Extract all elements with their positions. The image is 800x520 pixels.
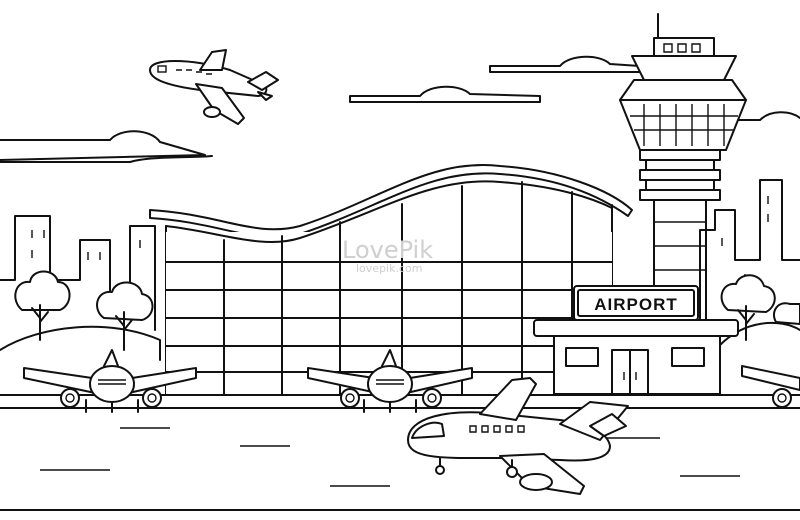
- terminal-annex: AIRPORT: [533, 285, 739, 395]
- parked-plane-left: [23, 349, 197, 413]
- trees-left: [14, 270, 154, 351]
- hills: [0, 321, 800, 361]
- watermark-brand: LovePik: [342, 236, 433, 264]
- skyline-right: [699, 179, 800, 321]
- skyline-left: [0, 215, 156, 331]
- airport-sign: AIRPORT: [573, 285, 699, 321]
- parked-plane-right: [741, 365, 800, 408]
- airport-sign-label: AIRPORT: [594, 295, 678, 314]
- watermark: LovePik lovepik.com: [342, 236, 433, 275]
- runway: [0, 394, 800, 511]
- taxiing-plane: [407, 377, 629, 495]
- flying-plane: [149, 49, 279, 125]
- parked-plane-center: [307, 349, 473, 413]
- control-tower: [619, 13, 747, 323]
- watermark-url: lovepik.com: [356, 262, 422, 275]
- trees-right: [720, 274, 800, 341]
